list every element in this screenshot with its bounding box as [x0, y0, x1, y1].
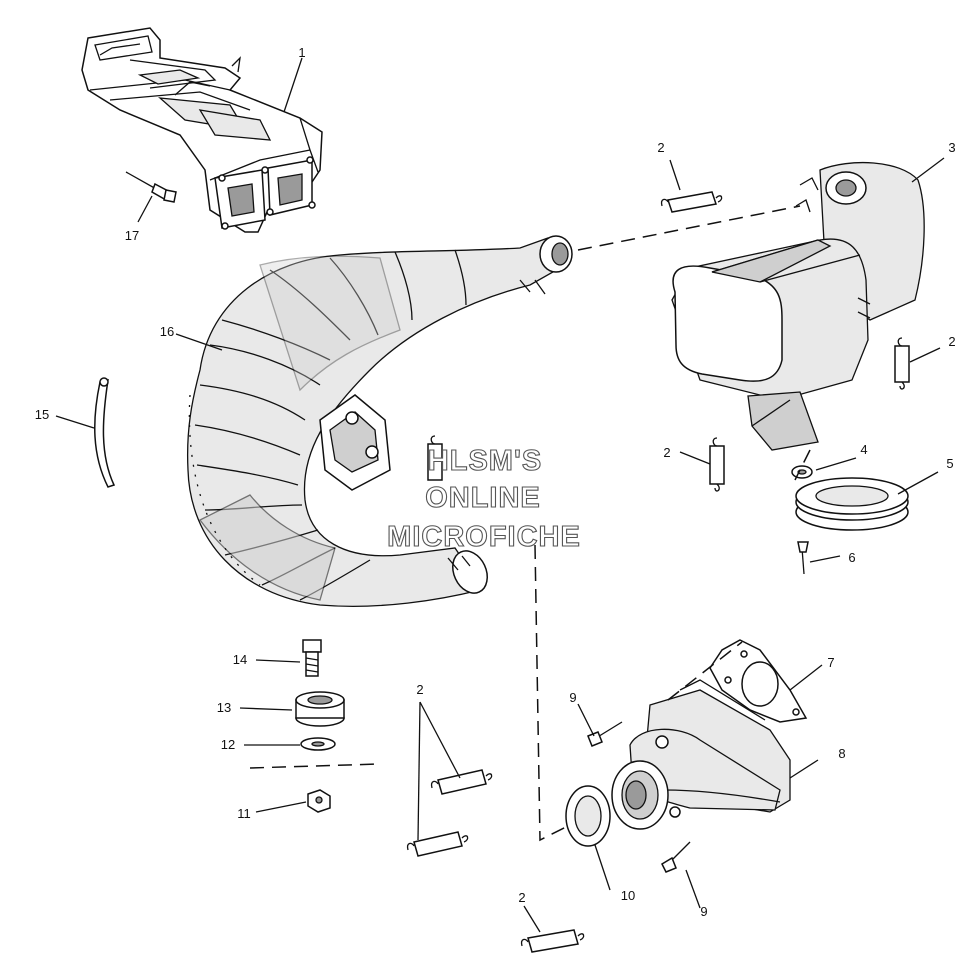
- expansion-chamber: [186, 235, 573, 607]
- label-2-bottom: 2: [518, 890, 525, 905]
- screw-lower: [661, 841, 691, 873]
- watermark-line-3: MICROFICHE: [387, 521, 581, 553]
- watermark: HLSM'S ONLINE MICROFICHE: [387, 444, 581, 553]
- spring-left-lower: [406, 831, 469, 857]
- label-2-mid: 2: [663, 445, 670, 460]
- label-11: 11: [237, 806, 251, 821]
- label-13: 13: [217, 700, 231, 715]
- label-2-top: 2: [657, 140, 664, 155]
- label-2-left: 2: [416, 682, 423, 697]
- grommet: [795, 477, 909, 531]
- label-17: 17: [125, 228, 139, 243]
- flange-ring: [565, 785, 611, 847]
- label-15: 15: [35, 407, 49, 422]
- label-12: 12: [221, 737, 235, 752]
- spring-mid: [709, 437, 725, 492]
- label-6: 6: [848, 550, 855, 565]
- spring-left-upper: [430, 769, 493, 795]
- leader-lines: [55, 57, 945, 933]
- spring-top: [660, 191, 723, 213]
- label-9-lower: 9: [700, 904, 707, 919]
- label-16: 16: [160, 324, 174, 339]
- label-5: 5: [946, 456, 953, 471]
- label-2-right: 2: [948, 334, 955, 349]
- label-10: 10: [621, 888, 635, 903]
- pin: [797, 541, 809, 575]
- bushing: [295, 691, 345, 727]
- bolt: [302, 639, 322, 677]
- label-4: 4: [860, 442, 867, 457]
- watermark-line-1: HLSM'S: [428, 445, 542, 477]
- silencer: [671, 162, 925, 451]
- screw-upper: [587, 721, 623, 747]
- spring-bottom: [520, 929, 585, 953]
- strap: [94, 377, 116, 488]
- label-14: 14: [233, 652, 247, 667]
- spring-right: [894, 337, 910, 390]
- part-labels: 1 17 2 3 2 2 4 5 6 7 8 9 9 10 16 15 14 1…: [35, 45, 956, 919]
- washer-lower: [300, 737, 336, 751]
- exhaust-gasket: [709, 639, 808, 723]
- spring-center: [427, 435, 443, 481]
- exhaust-manifold: [611, 679, 791, 830]
- watermark-line-2: ONLINE: [425, 482, 541, 514]
- nut: [307, 789, 331, 813]
- rivet: [125, 171, 177, 203]
- washer-upper: [791, 465, 813, 479]
- label-8: 8: [838, 746, 845, 761]
- mounting-bracket: [81, 27, 323, 233]
- label-3: 3: [948, 140, 955, 155]
- label-1: 1: [298, 45, 305, 60]
- label-9-upper: 9: [569, 690, 576, 705]
- label-7: 7: [827, 655, 834, 670]
- assembly-lines: [249, 205, 811, 842]
